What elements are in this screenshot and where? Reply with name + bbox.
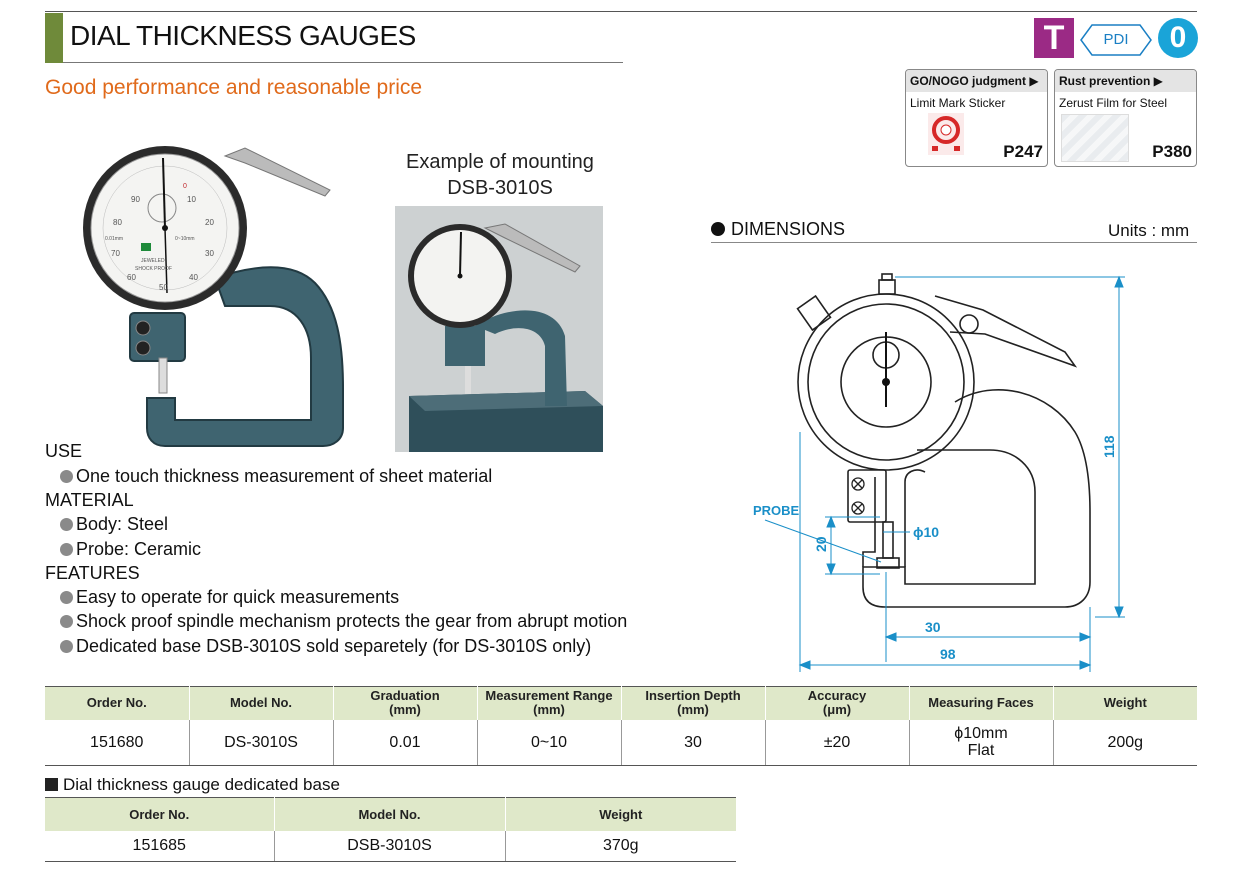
- ref-head: GO/NOGO judgment ▶: [906, 70, 1047, 92]
- ref-box-rust-prevention[interactable]: Rust prevention ▶ Zerust Film for Steel …: [1054, 69, 1197, 167]
- material-item: Probe: Ceramic: [60, 539, 201, 560]
- column-header: Graduation(mm): [332, 686, 477, 720]
- use-heading: USE: [45, 441, 83, 461]
- h118-label: 118: [1101, 435, 1117, 458]
- cell-graduation: 0.01: [332, 719, 477, 766]
- page-title: DIAL THICKNESS GAUGES: [70, 20, 416, 51]
- use-item: One touch thickness measurement of sheet…: [60, 466, 492, 487]
- ref-head: Rust prevention ▶: [1055, 70, 1196, 92]
- cell-depth: 30: [620, 719, 765, 766]
- column-header: Order No.: [45, 686, 189, 720]
- dial-mark: 40: [189, 273, 198, 282]
- dial-mark: 10: [187, 195, 196, 204]
- cell-weight: 370g: [504, 830, 736, 862]
- dial-text: JEWELED: [141, 258, 165, 264]
- ref-page: P380: [1152, 142, 1192, 161]
- bullet-dot-icon: [60, 470, 73, 483]
- column-header: Insertion Depth(mm): [620, 686, 765, 720]
- title-underline: [63, 62, 623, 63]
- dial-text: SHOCK PROOF: [135, 266, 172, 272]
- features-item: Shock proof spindle mechanism protects t…: [60, 611, 627, 632]
- bullet-dot-icon: [60, 591, 73, 604]
- dial-mark: 20: [205, 218, 214, 227]
- photo-caption-line1: Example of mounting: [406, 151, 594, 173]
- table-row: 151685 DSB-3010S 370g: [45, 830, 736, 862]
- bullet-dot-icon: [711, 222, 725, 236]
- mounting-photo: [395, 206, 603, 452]
- dimensions-rule: [711, 242, 1197, 243]
- features-item: Dedicated base DSB-3010S sold separetely…: [60, 636, 591, 657]
- pdi-badge-icon: PDI: [1080, 24, 1152, 56]
- base-table-title: Dial thickness gauge dedicated base: [45, 775, 340, 795]
- column-header: Weight: [504, 797, 736, 831]
- square-bullet-icon: [45, 778, 58, 791]
- column-header: Model No.: [273, 797, 505, 831]
- title-accent-bar: [45, 13, 63, 63]
- zerust-film-image: [1061, 114, 1129, 162]
- dial-mark: 60: [127, 273, 136, 282]
- bullet-dot-icon: [60, 543, 73, 556]
- spec-table: Order No. Model No. Graduation(mm) Measu…: [45, 686, 1197, 766]
- w30-label: 30: [925, 619, 941, 635]
- cell-range: 0~10: [476, 719, 621, 766]
- dial-mark: 70: [111, 249, 120, 258]
- probe-label: PROBE: [753, 503, 800, 518]
- bullet-dot-icon: [60, 518, 73, 531]
- ref-sub: Limit Mark Sticker: [910, 96, 1006, 110]
- bullet-dot-icon: [60, 615, 73, 628]
- table-header-row: Order No. Model No. Weight: [45, 797, 736, 831]
- dimensions-units: Units : mm: [1108, 221, 1190, 240]
- dial-text: 0~10mm: [175, 236, 195, 242]
- dial-mark: 30: [205, 249, 214, 258]
- features-heading: FEATURES: [45, 563, 140, 583]
- zero-badge-icon: 0: [1158, 18, 1198, 58]
- limit-mark-sticker-image: [928, 113, 964, 155]
- bullet-dot-icon: [60, 640, 73, 653]
- table-header-row: Order No. Model No. Graduation(mm) Measu…: [45, 686, 1197, 720]
- column-header: Accuracy(μm): [764, 686, 909, 720]
- t-badge-icon: T: [1034, 18, 1074, 58]
- top-rule: [45, 11, 1197, 12]
- ref-sub: Zerust Film for Steel: [1059, 96, 1168, 110]
- dimensions-heading: DIMENSIONS: [711, 219, 845, 240]
- column-header: Measuring Faces: [908, 686, 1053, 720]
- material-heading: MATERIAL: [45, 490, 134, 510]
- column-header: Weight: [1052, 686, 1197, 720]
- features-item: Easy to operate for quick measurements: [60, 587, 399, 608]
- ref-page: P247: [1003, 142, 1043, 161]
- base-table: Order No. Model No. Weight 151685 DSB-30…: [45, 797, 736, 862]
- dial-mark: 50: [159, 283, 168, 292]
- w98-label: 98: [940, 646, 956, 662]
- dial-mark: 80: [113, 218, 122, 227]
- dimension-drawing: PROBE ϕ10 118 20 30 98: [753, 273, 1125, 672]
- dial-mark: 0: [183, 183, 187, 190]
- column-header: Measurement Range(mm): [476, 686, 621, 720]
- ref-box-go-nogo[interactable]: GO/NOGO judgment ▶ Limit Mark Sticker P2…: [905, 69, 1048, 167]
- dia-label: ϕ10: [913, 524, 939, 540]
- h20-label: 20: [813, 536, 829, 552]
- cell-model: DS-3010S: [188, 719, 333, 766]
- dial-text: 0.01mm: [105, 236, 123, 242]
- cell-order: 151680: [45, 719, 189, 766]
- cell-weight: 200g: [1052, 719, 1197, 766]
- photo-caption-line2: DSB-3010S: [447, 177, 553, 199]
- page-subtitle: Good performance and reasonable price: [45, 76, 423, 99]
- column-header: Model No.: [188, 686, 333, 720]
- cell-model: DSB-3010S: [273, 830, 505, 862]
- material-item: Body: Steel: [60, 514, 168, 535]
- cell-order: 151685: [45, 830, 274, 862]
- dial-mark: 90: [131, 195, 140, 204]
- column-header: Order No.: [45, 797, 274, 831]
- product-photo: 90 10 20 80 70 60 50 40 30 0 0.01mm 0~10…: [83, 146, 344, 447]
- cell-accuracy: ±20: [764, 719, 909, 766]
